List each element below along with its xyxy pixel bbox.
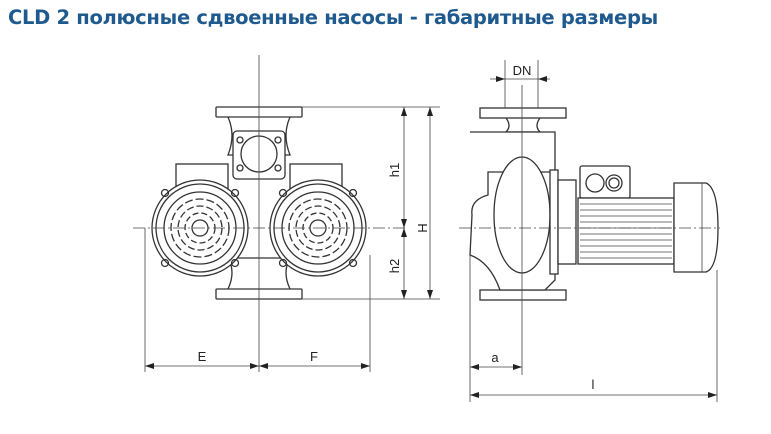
height-dimensions: h1 h2 H (387, 107, 433, 299)
dim-DN-label: DN (513, 63, 532, 78)
length-dimensions: a l (470, 350, 717, 398)
dim-H-label: H (415, 223, 430, 232)
dim-F-label: F (310, 349, 318, 364)
width-dimensions: E F (145, 349, 370, 369)
front-view-twin-pump (133, 55, 440, 372)
dim-h2-label: h2 (387, 259, 402, 273)
page-title: CLD 2 полюсные сдвоенные насосы - габари… (8, 6, 658, 29)
dim-h1-label: h1 (387, 163, 402, 177)
dim-a-label: a (491, 350, 499, 365)
dim-l-label: l (592, 377, 595, 392)
side-view-pump (459, 60, 720, 402)
dim-E-label: E (198, 349, 207, 364)
dn-dimension: DN (490, 63, 550, 82)
